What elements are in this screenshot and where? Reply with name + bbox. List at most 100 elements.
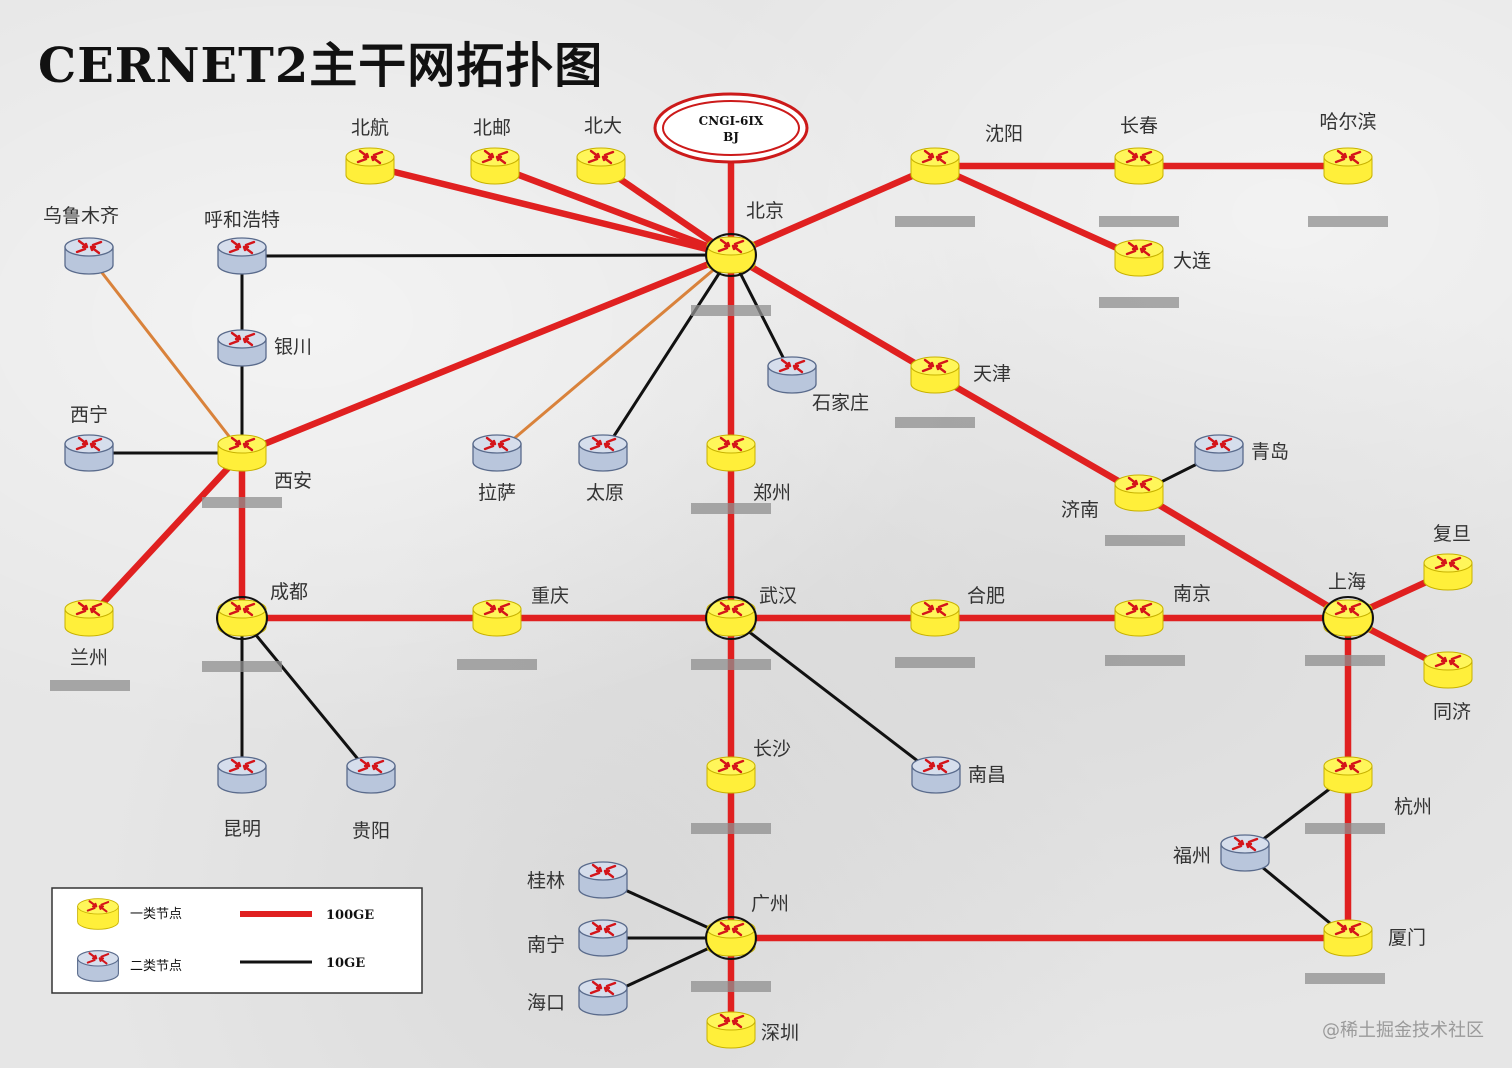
redaction-bar: [50, 680, 130, 691]
node-hefei: 合肥: [909, 585, 1005, 638]
nodes-layer: 北航北邮北大北京沈阳长春哈尔滨大连乌鲁木齐呼和浩特银川西宁西安拉萨太原石家庄天津…: [43, 111, 1474, 1050]
node-zhengzhou: 郑州: [705, 433, 791, 504]
redaction-bar: [691, 981, 771, 992]
node-tongji: 同济: [1422, 650, 1474, 723]
node-nanchang: 南昌: [910, 755, 1006, 795]
node-label-shenzhen: 深圳: [761, 1022, 799, 1044]
node-label-shijiazhuang: 石家庄: [812, 392, 869, 414]
node-guiyang: 贵阳: [345, 755, 397, 842]
node-label-nanchang: 南昌: [968, 764, 1006, 786]
redaction-bar: [1308, 216, 1388, 227]
redaction-bar: [1099, 216, 1179, 227]
node-label-tongji: 同济: [1433, 701, 1471, 723]
node-shenzhen: 深圳: [705, 1010, 799, 1050]
link-wuhan-nanchang: [729, 616, 938, 777]
router-primary-icon: [1322, 146, 1374, 186]
router-primary-icon: [705, 1010, 757, 1050]
router-primary-icon: [1113, 146, 1165, 186]
router-secondary-icon: [910, 755, 962, 795]
node-label-nanning: 南宁: [527, 934, 565, 956]
node-shenyang: 沈阳: [909, 123, 1023, 186]
node-fuzhou: 福州: [1173, 833, 1271, 873]
watermark: @稀土掘金技术社区: [1322, 1020, 1484, 1041]
node-hohhot: 呼和浩特: [204, 209, 280, 276]
router-primary-icon: [471, 598, 523, 638]
node-label-urumqi: 乌鲁木齐: [43, 205, 119, 227]
redaction-bar: [895, 657, 975, 668]
router-primary-icon: [216, 433, 268, 473]
node-changsha: 长沙: [705, 738, 791, 795]
node-taiyuan: 太原: [577, 433, 629, 504]
node-label-lanzhou: 兰州: [70, 647, 108, 669]
router-primary-icon: [1322, 755, 1374, 795]
node-beijing: 北京: [705, 200, 784, 277]
router-secondary-icon: [216, 328, 268, 368]
router-primary-icon: [705, 235, 757, 275]
legend-primary-icon: [76, 897, 120, 931]
router-primary-icon: [705, 755, 757, 795]
node-label-wuhan: 武汉: [759, 585, 797, 607]
link-beihang-beijing: [366, 162, 735, 259]
node-label-hangzhou: 杭州: [1394, 796, 1432, 818]
node-beida: 北大: [575, 115, 627, 186]
link-xian-lanzhou: [85, 449, 246, 622]
ix-label-line2: BJ: [723, 130, 739, 144]
router-primary-icon: [469, 146, 521, 186]
router-secondary-icon: [1219, 833, 1271, 873]
router-primary-icon: [344, 146, 396, 186]
links-layer: [85, 124, 1452, 1034]
node-fudan: 复旦: [1422, 523, 1474, 592]
legend-secondary-icon: [76, 949, 120, 983]
node-label-chengdu: 成都: [270, 581, 308, 603]
node-label-haikou: 海口: [527, 992, 565, 1014]
redaction-bar: [1305, 655, 1385, 666]
node-label-guilin: 桂林: [527, 870, 565, 892]
link-beijing-lhasa: [495, 253, 733, 455]
node-wuhan: 武汉: [705, 585, 797, 640]
router-secondary-icon: [577, 918, 629, 958]
node-shanghai: 上海: [1322, 571, 1374, 640]
link-urumqi-xian: [87, 254, 244, 455]
core-node-outline: [705, 233, 757, 277]
link-tianjin-jinan: [931, 371, 1143, 497]
redaction-bar: [691, 503, 771, 514]
router-secondary-icon: [471, 433, 523, 473]
router-secondary-icon: [1193, 433, 1245, 473]
router-primary-icon: [1113, 598, 1165, 638]
node-label-guangzhou: 广州: [751, 893, 789, 915]
router-secondary-icon: [63, 433, 115, 473]
router-primary-icon: [705, 918, 757, 958]
link-beijing-hohhot: [240, 253, 733, 258]
node-label-beijing: 北京: [746, 200, 784, 222]
redaction-bar: [895, 216, 975, 227]
core-node-outline: [216, 596, 268, 640]
cngi-6ix-bj-node: CNGI-6IX BJ: [653, 92, 809, 164]
redaction-bar: [895, 417, 975, 428]
core-node-outline: [705, 596, 757, 640]
node-xining: 西宁: [63, 404, 115, 473]
link-beijing-xian: [238, 251, 735, 457]
redaction-bar: [691, 659, 771, 670]
redaction-bar: [202, 497, 282, 508]
node-guilin: 桂林: [527, 860, 629, 900]
router-primary-icon: [909, 355, 961, 395]
router-primary-icon: [1322, 598, 1374, 638]
node-kunming: 昆明: [216, 755, 268, 840]
node-label-fuzhou: 福州: [1173, 845, 1211, 867]
redaction-bar: [1305, 823, 1385, 834]
router-secondary-icon: [766, 355, 818, 395]
link-beijing-taiyuan: [601, 253, 733, 455]
router-primary-icon: [909, 598, 961, 638]
link-chengdu-guiyang: [240, 616, 373, 777]
node-label-yinchuan: 银川: [274, 336, 312, 358]
node-changchun: 长春: [1113, 115, 1165, 186]
node-label-zhengzhou: 郑州: [753, 482, 791, 504]
node-guangzhou: 广州: [705, 893, 789, 960]
link-jinan-shanghai: [1135, 489, 1352, 622]
node-beihang: 北航: [344, 117, 396, 186]
node-beiyou: 北邮: [469, 117, 521, 186]
redaction-bar: [1105, 535, 1185, 546]
node-shijiazhuang: 石家庄: [766, 355, 869, 414]
redaction-bar: [202, 661, 282, 672]
node-label-harbin: 哈尔滨: [1319, 111, 1376, 133]
